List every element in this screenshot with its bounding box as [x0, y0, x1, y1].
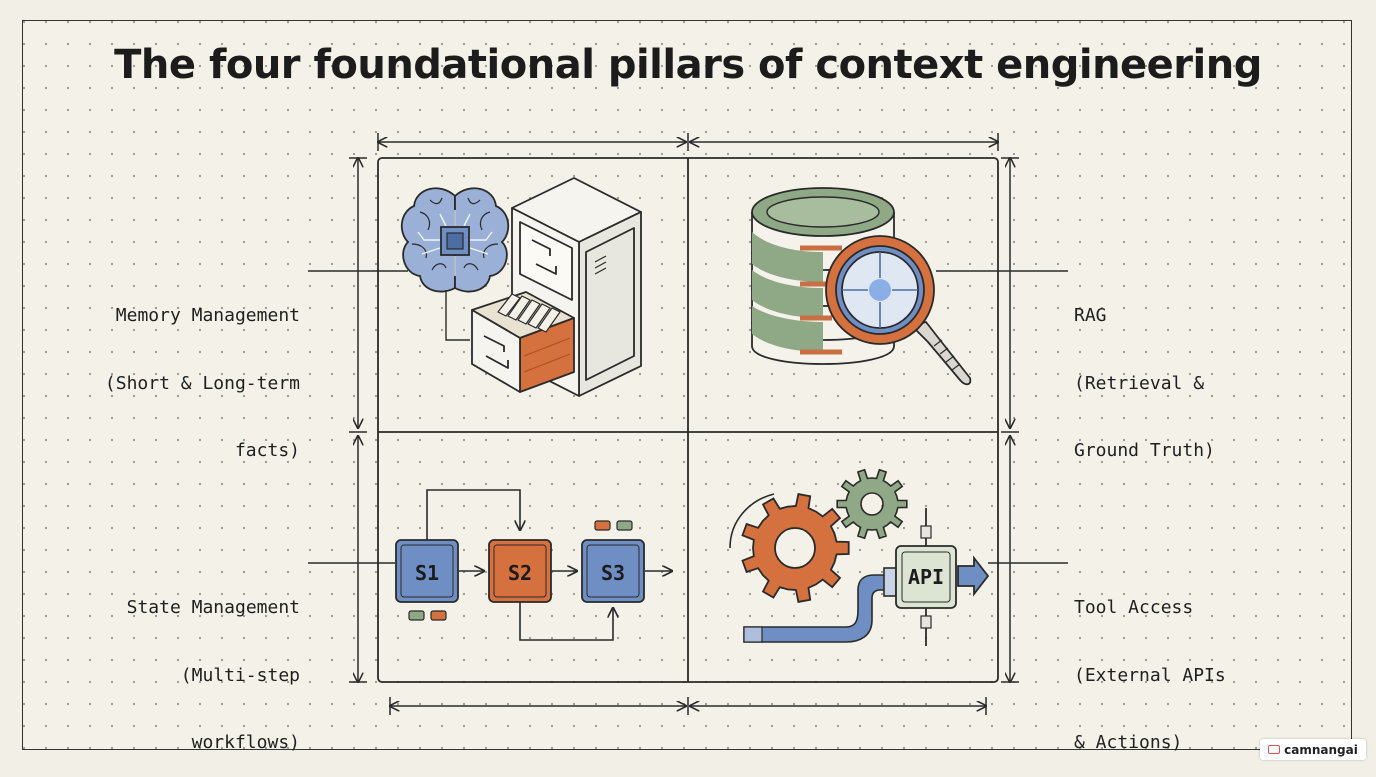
- gear-icon: [741, 493, 850, 603]
- rag-label: RAG (Retrieval & Ground Truth): [1074, 260, 1215, 485]
- book-icon: [1268, 745, 1281, 754]
- tools-label-line-2: (External APIs: [1074, 664, 1226, 686]
- step-label-s1: S1: [415, 561, 439, 585]
- api-label: API: [908, 565, 944, 589]
- rotation-arc: [729, 493, 775, 549]
- dimension-lines: [349, 133, 1019, 715]
- watermark-text: camnangai: [1284, 742, 1358, 757]
- state-flow: [408, 489, 672, 641]
- magnifying-glass-icon: [825, 235, 972, 386]
- state-label-line-2: (Multi-step: [180, 664, 300, 686]
- step-label-s3: S3: [601, 561, 625, 585]
- brain-connector: [445, 290, 470, 341]
- pillar-grid: [377, 157, 999, 683]
- watermark-badge: camnangai: [1260, 739, 1366, 760]
- gear-icon: [836, 468, 908, 540]
- rag-label-line-3: Ground Truth): [1074, 440, 1215, 461]
- leader-lines: [308, 270, 1068, 564]
- rag-label-line-2: (Retrieval &: [1074, 372, 1205, 394]
- rag-label-line-1: RAG: [1074, 305, 1107, 326]
- tools-label-line-1: Tool Access: [1074, 597, 1194, 618]
- state-step-s3: S3: [581, 539, 645, 603]
- brain-chip-icon: [400, 187, 510, 293]
- memory-management-label: Memory Management (Short & Long-term fac…: [60, 260, 300, 485]
- state-label-line-1: State Management: [126, 597, 300, 618]
- filing-cabinet-icon: [471, 177, 642, 397]
- api-connector-icon: API: [895, 508, 990, 646]
- page-title: The four foundational pillars of context…: [114, 42, 1262, 88]
- tools-label-line-3: & Actions): [1074, 732, 1183, 753]
- memory-label-line-2: (Short & Long-term: [104, 372, 300, 394]
- memory-label-line-1: Memory Management: [115, 305, 300, 326]
- tool-access-label: Tool Access (External APIs & Actions): [1074, 552, 1226, 777]
- step-label-s2: S2: [508, 561, 532, 585]
- state-step-s2: S2: [488, 539, 552, 603]
- memory-label-line-3: facts): [234, 440, 300, 461]
- state-label-line-3: workflows): [191, 732, 300, 753]
- state-step-s1: S1: [395, 539, 459, 603]
- state-management-label: State Management (Multi-step workflows): [60, 552, 300, 777]
